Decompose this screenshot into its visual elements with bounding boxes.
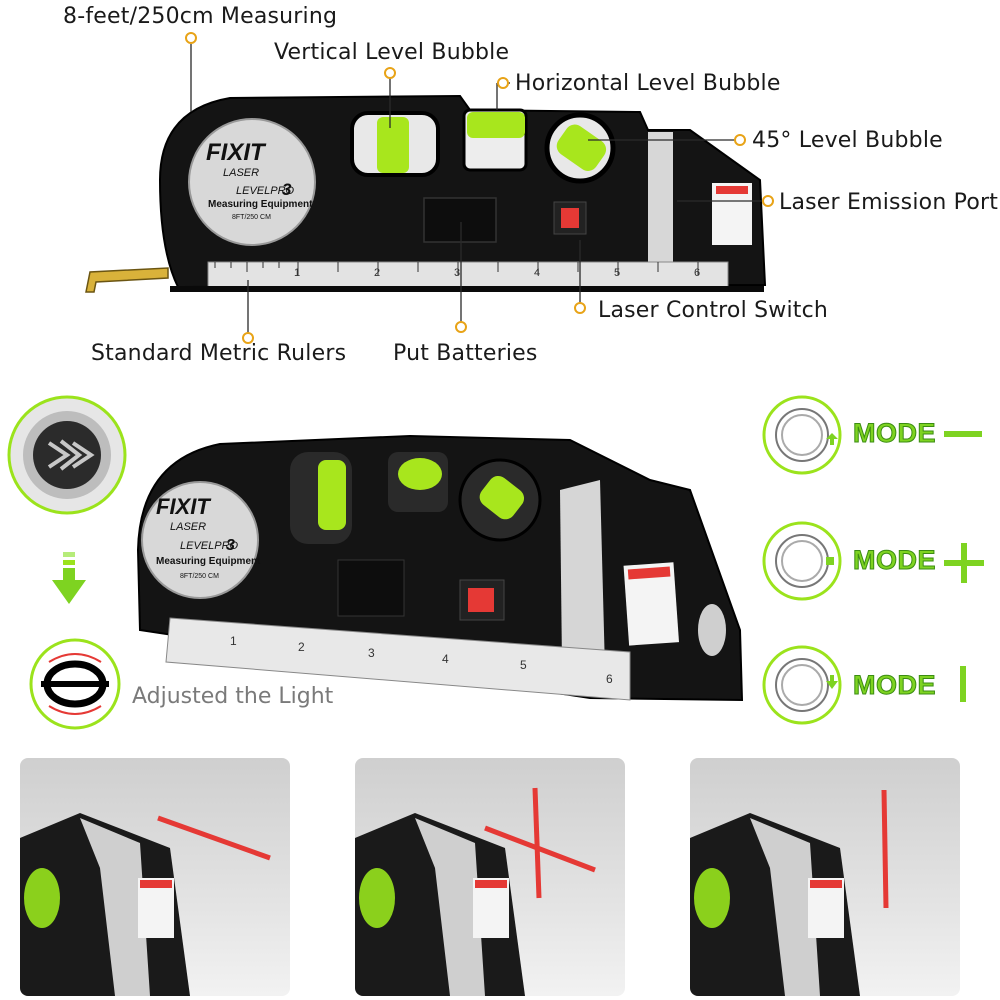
device-angled-illustration: FIXIT LASER LEVELPRO 3 Measuring Equipme… <box>136 434 744 702</box>
callout-45-bubble: 45° Level Bubble <box>752 128 943 153</box>
angle-vial <box>556 124 607 171</box>
minus-icon <box>944 431 982 437</box>
mode-minus-button[interactable] <box>760 393 844 477</box>
ruler-number-2: 2 <box>298 640 305 654</box>
ruler-number: 2 <box>374 267 380 279</box>
ruler-number: 5 <box>614 267 620 279</box>
mode-line-button[interactable] <box>760 643 844 727</box>
ruler-number-2: 6 <box>606 672 613 686</box>
ruler-number-2: 3 <box>368 646 375 660</box>
model-text: LEVELPRO <box>236 185 295 197</box>
model-text-2: LEVELPRO <box>180 540 239 552</box>
callout-measuring: 8-feet/250cm Measuring <box>63 4 338 29</box>
laser-line-vertical <box>532 787 542 899</box>
ruler-number: 6 <box>694 267 700 279</box>
battery-cover <box>423 197 497 243</box>
laser-panel-vertical <box>690 758 960 996</box>
brand-label-disc <box>188 118 316 246</box>
ruler <box>207 261 729 289</box>
adjust-light-label: Adjusted the Light <box>132 684 334 709</box>
callout-horizontal-bubble: Horizontal Level Bubble <box>515 71 781 96</box>
mode-plus-button[interactable] <box>760 519 844 603</box>
square-icon <box>826 557 834 565</box>
danger-strip <box>716 186 748 194</box>
ruler-number: 3 <box>454 267 460 279</box>
callout-rulers: Standard Metric Rulers <box>91 341 347 366</box>
laser-line-vertical <box>881 789 889 909</box>
callout-batteries: Put Batteries <box>393 341 538 366</box>
brand-text: FIXIT <box>206 139 267 166</box>
tape-hook <box>85 267 169 293</box>
ruler-number-2: 1 <box>230 634 237 648</box>
horizontal-vial <box>467 112 525 138</box>
subtitle-text-2: Measuring Equipment <box>156 556 261 567</box>
mode-label-plus: MODE <box>853 545 937 576</box>
device-base <box>170 286 764 292</box>
callout-vertical-bubble: Vertical Level Bubble <box>274 40 510 65</box>
arrow-down-icon <box>826 675 838 689</box>
model-num-text-2: 3 <box>226 537 235 554</box>
laser-line-horizontal <box>484 825 596 873</box>
laser-line-horizontal <box>157 815 271 861</box>
subtitle-text: Measuring Equipment <box>208 199 313 210</box>
plus-icon <box>944 543 984 583</box>
model-num-text: 3 <box>282 180 292 199</box>
laser-switch-2[interactable] <box>468 588 494 612</box>
ruler-ticks <box>214 262 699 275</box>
callout-emission-port: Laser Emission Port <box>779 190 999 215</box>
mode-label-minus: MODE <box>853 418 937 449</box>
ruler-number-2: 4 <box>442 652 449 666</box>
callout-control-switch: Laser Control Switch <box>598 298 829 323</box>
rotate-knob-icon <box>29 638 121 730</box>
laser-panel-cross <box>355 758 625 996</box>
arrow-up-icon <box>826 433 838 445</box>
arrow-down-icon <box>52 552 86 604</box>
ruler-number-2: 5 <box>520 658 527 672</box>
spec-text: 8FT/250 CM <box>232 214 271 221</box>
silver-strip <box>648 132 673 282</box>
vertical-line-icon <box>960 666 966 702</box>
knob-closeup <box>7 395 127 515</box>
mode-label-line: MODE <box>853 670 937 701</box>
laser-panel-horizontal <box>20 758 290 996</box>
callout-dots <box>185 32 774 344</box>
laser-switch[interactable] <box>561 208 579 228</box>
device-top-illustration: FIXIT LASER LEVELPRO 3 Measuring Equipme… <box>85 32 774 344</box>
brand-text-2: FIXIT <box>156 494 211 519</box>
laser-text-2: LASER <box>170 521 206 533</box>
ruler-number: 1 <box>294 267 300 279</box>
spec-text-2: 8FT/250 CM <box>180 573 219 580</box>
vertical-vial <box>377 117 409 173</box>
ruler-number: 4 <box>534 267 540 279</box>
laser-text: LASER <box>223 167 259 179</box>
